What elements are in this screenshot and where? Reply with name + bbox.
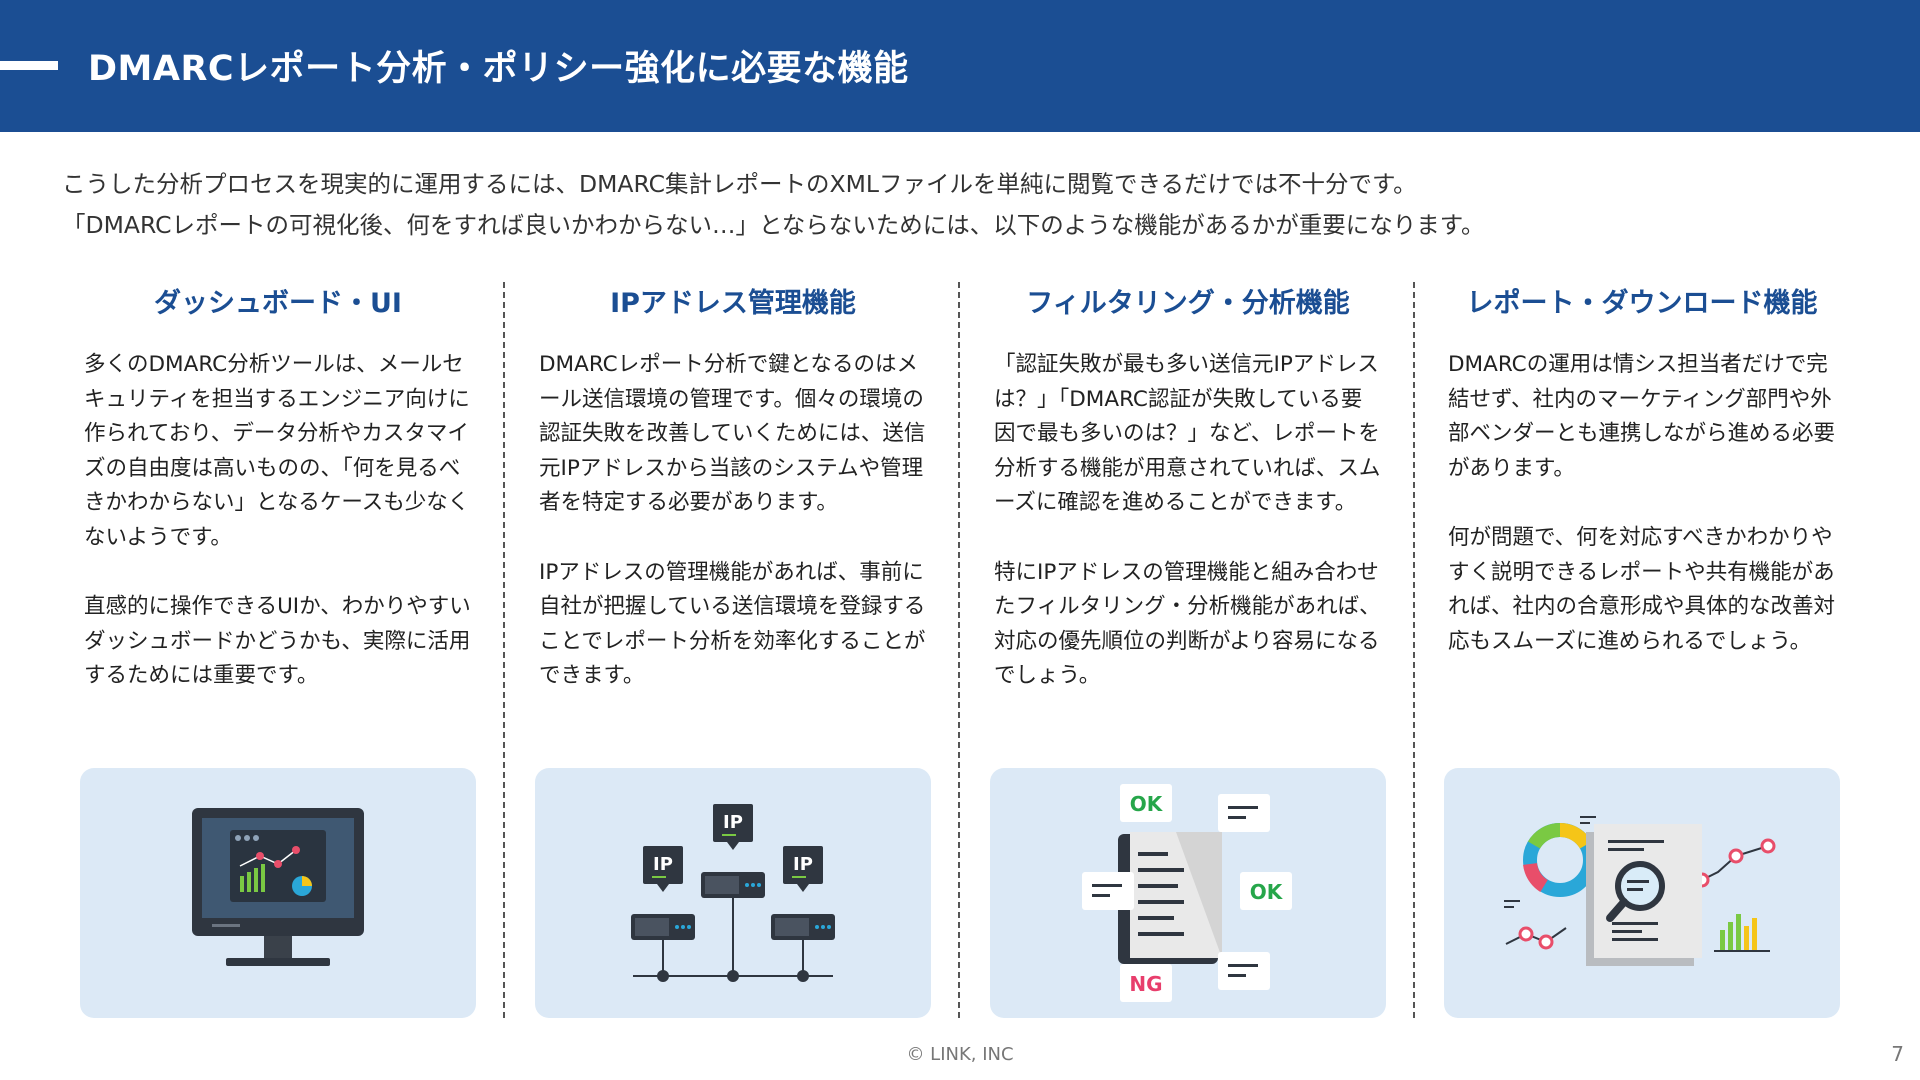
server-icon [631,914,695,940]
server-icon [771,914,835,940]
feature-column-report: レポート・ダウンロード機能 DMARCの運用は情シス担当者だけで完結せず、社内の… [1444,282,1840,694]
report-document-icon [1586,824,1702,966]
header-band: DMARCレポート分析・ポリシー強化に必要な機能 [0,0,1920,132]
feature-title: IPアドレス管理機能 [610,288,856,319]
feature-paragraph: DMARCの運用は情シス担当者だけで完結せず、社内のマーケティング部門や外部ベン… [1448,352,1836,481]
ok-badge-icon: OK [1240,872,1292,910]
feature-body: DMARCの運用は情シス担当者だけで完結せず、社内のマーケティング部門や外部ベン… [1444,348,1840,659]
monitor-dashboard-icon [192,808,364,966]
feature-body: DMARCレポート分析で鍵となるのはメール送信環境の管理です。個々の環境の認証失… [535,348,931,694]
feature-title: フィルタリング・分析機能 [1026,288,1350,319]
page-title: DMARCレポート分析・ポリシー強化に必要な機能 [88,49,909,89]
feature-paragraph: 直感的に操作できるUIか、わかりやすいダッシュボードかどうかも、実際に活用するた… [84,594,471,689]
page-number: 7 [1891,1042,1904,1066]
column-divider [1413,282,1415,1018]
feature-column-ip-management: IPアドレス管理機能 DMARCレポート分析で鍵となるのはメール送信環境の管理で… [535,282,931,729]
ip-server-network-icon: IP IP IP [631,804,835,982]
header-accent-bar [0,61,58,70]
report-analysis-icon [1504,816,1776,966]
ip-label: IP [653,854,673,875]
ng-badge-icon: NG [1120,964,1172,1002]
feature-paragraph: 「認証失敗が最も多い送信元IPアドレスは？」「DMARC認証が失敗している要因で… [994,352,1381,516]
magnifier-icon [1606,861,1665,922]
ok-label: OK [1130,792,1164,816]
feature-column-filtering: フィルタリング・分析機能 「認証失敗が最も多い送信元IPアドレスは？」「DMAR… [990,282,1386,729]
column-divider [503,282,505,1018]
ok-label: OK [1250,880,1284,904]
ip-tag-icon: IP [643,846,683,892]
ip-tag-icon: IP [783,846,823,892]
ip-tag-icon: IP [713,804,753,850]
ng-label: NG [1129,972,1162,996]
illustration-card: IP IP IP [535,768,931,1018]
intro-text: こうした分析プロセスを現実的に運用するには、DMARC集計レポートのXMLファイ… [62,164,1862,246]
illustration-card [1444,768,1840,1018]
illustration-card: OK OK NG [990,768,1386,1018]
feature-paragraph: IPアドレスの管理機能があれば、事前に自社が把握している送信環境を登録することで… [539,559,926,689]
column-divider [958,282,960,1018]
feature-body: 多くのDMARC分析ツールは、メールセキュリティを担当するエンジニア向けに作られ… [80,348,476,694]
text-card-icon [1218,794,1270,832]
feature-body: 「認証失敗が最も多い送信元IPアドレスは？」「DMARC認証が失敗している要因で… [990,348,1386,694]
server-icon [701,872,765,898]
feature-paragraph: 何が問題で、何を対応すべきかわかりやすく説明できるレポートや共有機能があれば、社… [1448,524,1836,654]
ok-badge-icon: OK [1120,784,1172,822]
ip-label: IP [793,854,813,875]
text-card-icon [1082,872,1134,910]
feature-paragraph: 特にIPアドレスの管理機能と組み合わせたフィルタリング・分析機能があれば、対応の… [994,559,1381,689]
feature-column-dashboard: ダッシュボード・UI 多くのDMARC分析ツールは、メールセキュリティを担当する… [80,282,476,729]
copyright: © LINK, INC [906,1044,1014,1065]
document-filter-icon: OK OK NG [1082,784,1292,1002]
text-card-icon [1218,952,1270,990]
illustration-card [80,768,476,1018]
feature-paragraph: DMARCレポート分析で鍵となるのはメール送信環境の管理です。個々の環境の認証失… [539,352,926,516]
feature-title: レポート・ダウンロード機能 [1466,288,1818,319]
ip-label: IP [723,812,743,833]
feature-paragraph: 多くのDMARC分析ツールは、メールセキュリティを担当するエンジニア向けに作られ… [84,352,470,550]
bar-chart-icon [1714,914,1770,952]
intro-line-1: こうした分析プロセスを現実的に運用するには、DMARC集計レポートのXMLファイ… [62,170,1417,198]
feature-title: ダッシュボード・UI [154,288,402,319]
intro-line-2: 「DMARCレポートの可視化後、何をすれば良いかわからない…」とならないためには… [62,211,1485,239]
